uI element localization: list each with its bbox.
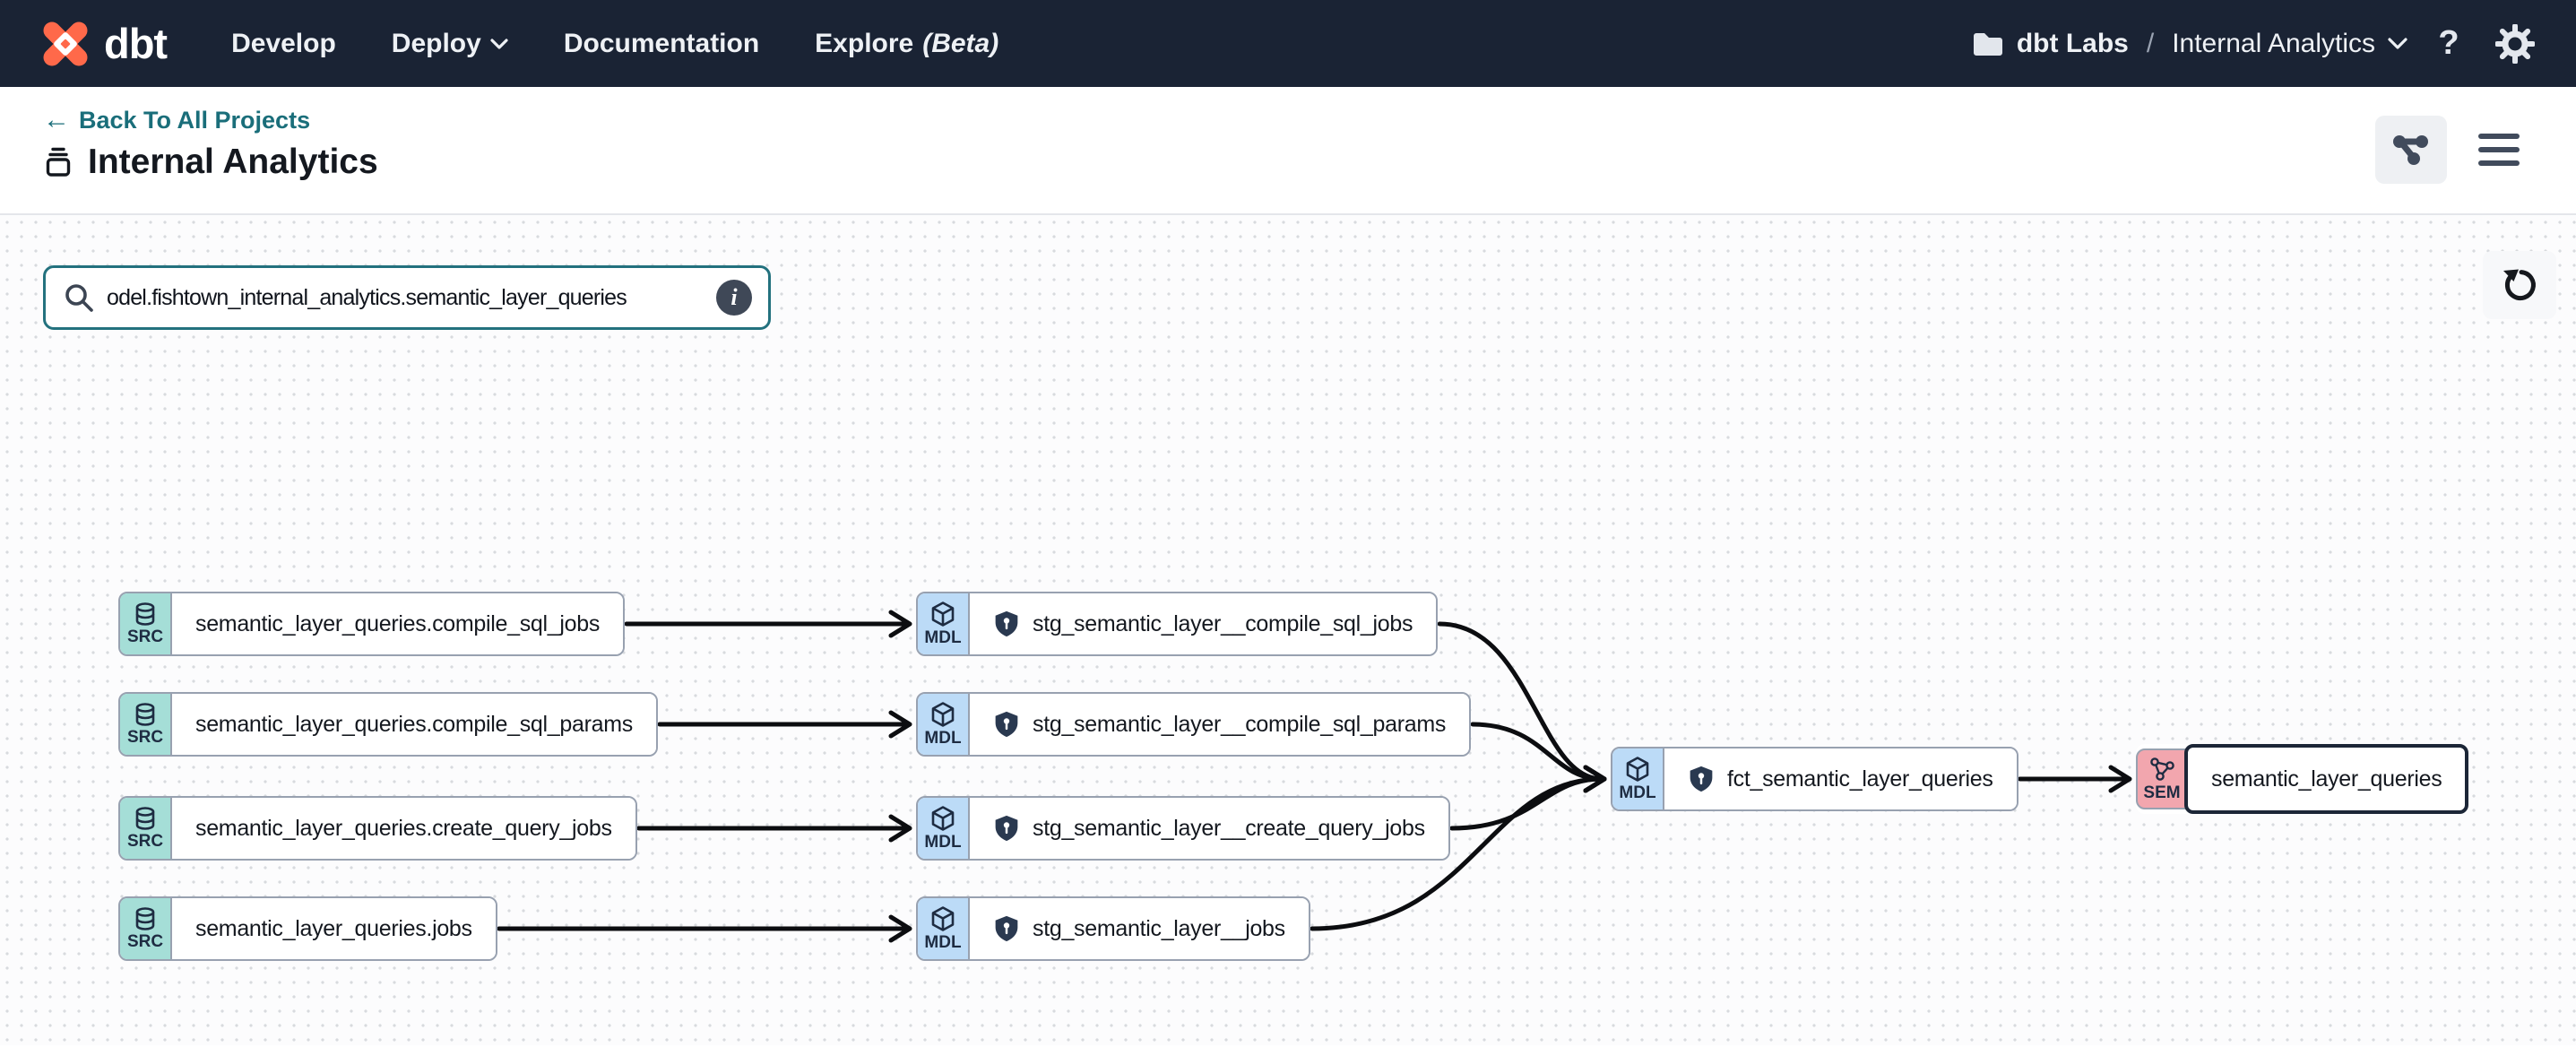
node-model-stg-compile-sql-jobs[interactable]: MDL stg_semantic_layer__compile_sql_jobs: [916, 592, 1439, 656]
chevron-down-icon: [490, 38, 508, 49]
cube-icon: [931, 601, 955, 627]
project-icon: [46, 147, 71, 177]
lineage-edge: [657, 710, 912, 739]
back-arrow-icon: ←: [43, 105, 70, 134]
project-name: Internal Analytics: [2172, 28, 2375, 58]
cube-icon: [931, 805, 955, 831]
model-badge: MDL: [1612, 748, 1664, 809]
node-label: stg_semantic_layer__jobs: [1033, 915, 1285, 941]
node-source-create-query-jobs[interactable]: SRC semantic_layer_queries.create_query_…: [118, 796, 637, 861]
source-badge: SRC: [120, 898, 172, 959]
menu-button[interactable]: [2472, 116, 2526, 184]
semantic-model-badge: SEM: [2136, 748, 2188, 809]
cube-icon: [1626, 756, 1649, 782]
semantic-graph-icon: [2150, 757, 2174, 781]
nav-item-documentation[interactable]: Documentation: [563, 28, 760, 58]
title-row: Internal Analytics: [43, 143, 378, 182]
project-header-left: ← Back To All Projects Internal Analytic…: [43, 105, 378, 213]
database-icon: [135, 806, 155, 830]
reset-icon: [2503, 269, 2536, 301]
model-badge: MDL: [918, 694, 970, 755]
node-label: semantic_layer_queries.create_query_jobs: [195, 815, 612, 841]
help-button[interactable]: ?: [2438, 24, 2459, 62]
node-source-jobs[interactable]: SRC semantic_layer_queries.jobs: [118, 896, 497, 961]
node-source-compile-sql-jobs[interactable]: SRC semantic_layer_queries.compile_sql_j…: [118, 592, 626, 656]
account-breadcrumb[interactable]: dbt Labs / Internal Analytics: [1972, 29, 2407, 59]
top-navbar: dbt Develop Deploy Documentation Explore…: [0, 0, 2576, 87]
dbt-logo-text: dbt: [104, 20, 168, 67]
database-icon: [135, 906, 155, 930]
database-icon: [135, 702, 155, 726]
lineage-canvas[interactable]: odel.fishtown_internal_analytics.semanti…: [0, 215, 2576, 1045]
page-title: Internal Analytics: [88, 143, 378, 181]
node-source-compile-sql-params[interactable]: SRC semantic_layer_queries.compile_sql_p…: [118, 692, 658, 757]
cube-icon: [931, 701, 955, 727]
node-label: stg_semantic_layer__create_query_jobs: [1033, 815, 1425, 841]
reset-view-button[interactable]: [2483, 251, 2556, 319]
lineage-edge: [1449, 765, 1607, 831]
shield-lock-icon: [995, 815, 1018, 842]
shield-lock-icon: [995, 915, 1018, 942]
shield-lock-icon: [1690, 766, 1713, 792]
shield-lock-icon: [995, 711, 1018, 738]
dbt-logo-icon: [43, 22, 88, 65]
model-badge: MDL: [918, 593, 970, 654]
lineage-edge: [624, 610, 912, 638]
main-nav: Develop Deploy Documentation Explore (Be…: [231, 29, 998, 59]
source-badge: SRC: [120, 593, 172, 654]
nav-item-explore[interactable]: Explore (Beta): [815, 28, 999, 58]
back-to-all-projects-link[interactable]: ← Back To All Projects: [43, 105, 311, 134]
model-badge: MDL: [918, 898, 970, 959]
lineage-edge: [636, 814, 912, 843]
lineage-edge: [497, 914, 912, 943]
source-badge: SRC: [120, 694, 172, 755]
hamburger-icon: [2478, 134, 2520, 139]
node-label: semantic_layer_queries.compile_sql_jobs: [195, 610, 601, 636]
lineage-edge: [1470, 722, 1607, 793]
info-icon[interactable]: i: [716, 280, 752, 316]
node-semantic-model-semantic-layer-queries[interactable]: SEM semantic_layer_queries: [2136, 744, 2469, 814]
node-model-stg-jobs[interactable]: MDL stg_semantic_layer__jobs: [916, 896, 1310, 961]
navbar-right: dbt Labs / Internal Analytics ?: [1972, 19, 2540, 69]
node-model-fct-semantic-layer-queries[interactable]: MDL fct_semantic_layer_queries: [1611, 747, 2018, 811]
project-header: ← Back To All Projects Internal Analytic…: [0, 87, 2576, 215]
breadcrumb-separator: /: [2146, 28, 2155, 58]
node-label: stg_semantic_layer__compile_sql_jobs: [1033, 610, 1413, 636]
lineage-view-button[interactable]: [2375, 116, 2447, 184]
folder-icon: [1973, 32, 2002, 56]
nav-item-develop[interactable]: Develop: [231, 28, 336, 58]
gear-icon: [2495, 23, 2535, 64]
project-header-actions: [2375, 105, 2526, 213]
shield-lock-icon: [995, 610, 1018, 637]
cube-icon: [931, 905, 955, 931]
node-label: stg_semantic_layer__compile_sql_params: [1033, 711, 1447, 737]
lineage-edge: [2018, 765, 2132, 793]
org-name: dbt Labs: [2016, 28, 2129, 58]
node-label: semantic_layer_queries: [2211, 766, 2442, 792]
node-label: semantic_layer_queries.jobs: [195, 915, 472, 941]
node-label: fct_semantic_layer_queries: [1727, 766, 1993, 792]
source-badge: SRC: [120, 798, 172, 859]
database-icon: [135, 601, 155, 626]
model-badge: MDL: [918, 798, 970, 859]
settings-button[interactable]: [2490, 19, 2540, 69]
nav-item-deploy[interactable]: Deploy: [392, 29, 508, 59]
node-model-stg-create-query-jobs[interactable]: MDL stg_semantic_layer__create_query_job…: [916, 796, 1450, 861]
lineage-search-bar[interactable]: odel.fishtown_internal_analytics.semanti…: [43, 265, 771, 330]
search-icon: [65, 284, 93, 312]
node-label: semantic_layer_queries.compile_sql_param…: [195, 711, 633, 737]
chevron-down-icon: [2388, 38, 2407, 49]
dbt-logo[interactable]: dbt: [39, 18, 168, 70]
search-input[interactable]: odel.fishtown_internal_analytics.semanti…: [107, 284, 627, 310]
lineage-icon: [2393, 135, 2428, 165]
explore-beta-label: (Beta): [922, 28, 999, 58]
node-model-stg-compile-sql-params[interactable]: MDL stg_semantic_layer__compile_sql_para…: [916, 692, 1472, 757]
